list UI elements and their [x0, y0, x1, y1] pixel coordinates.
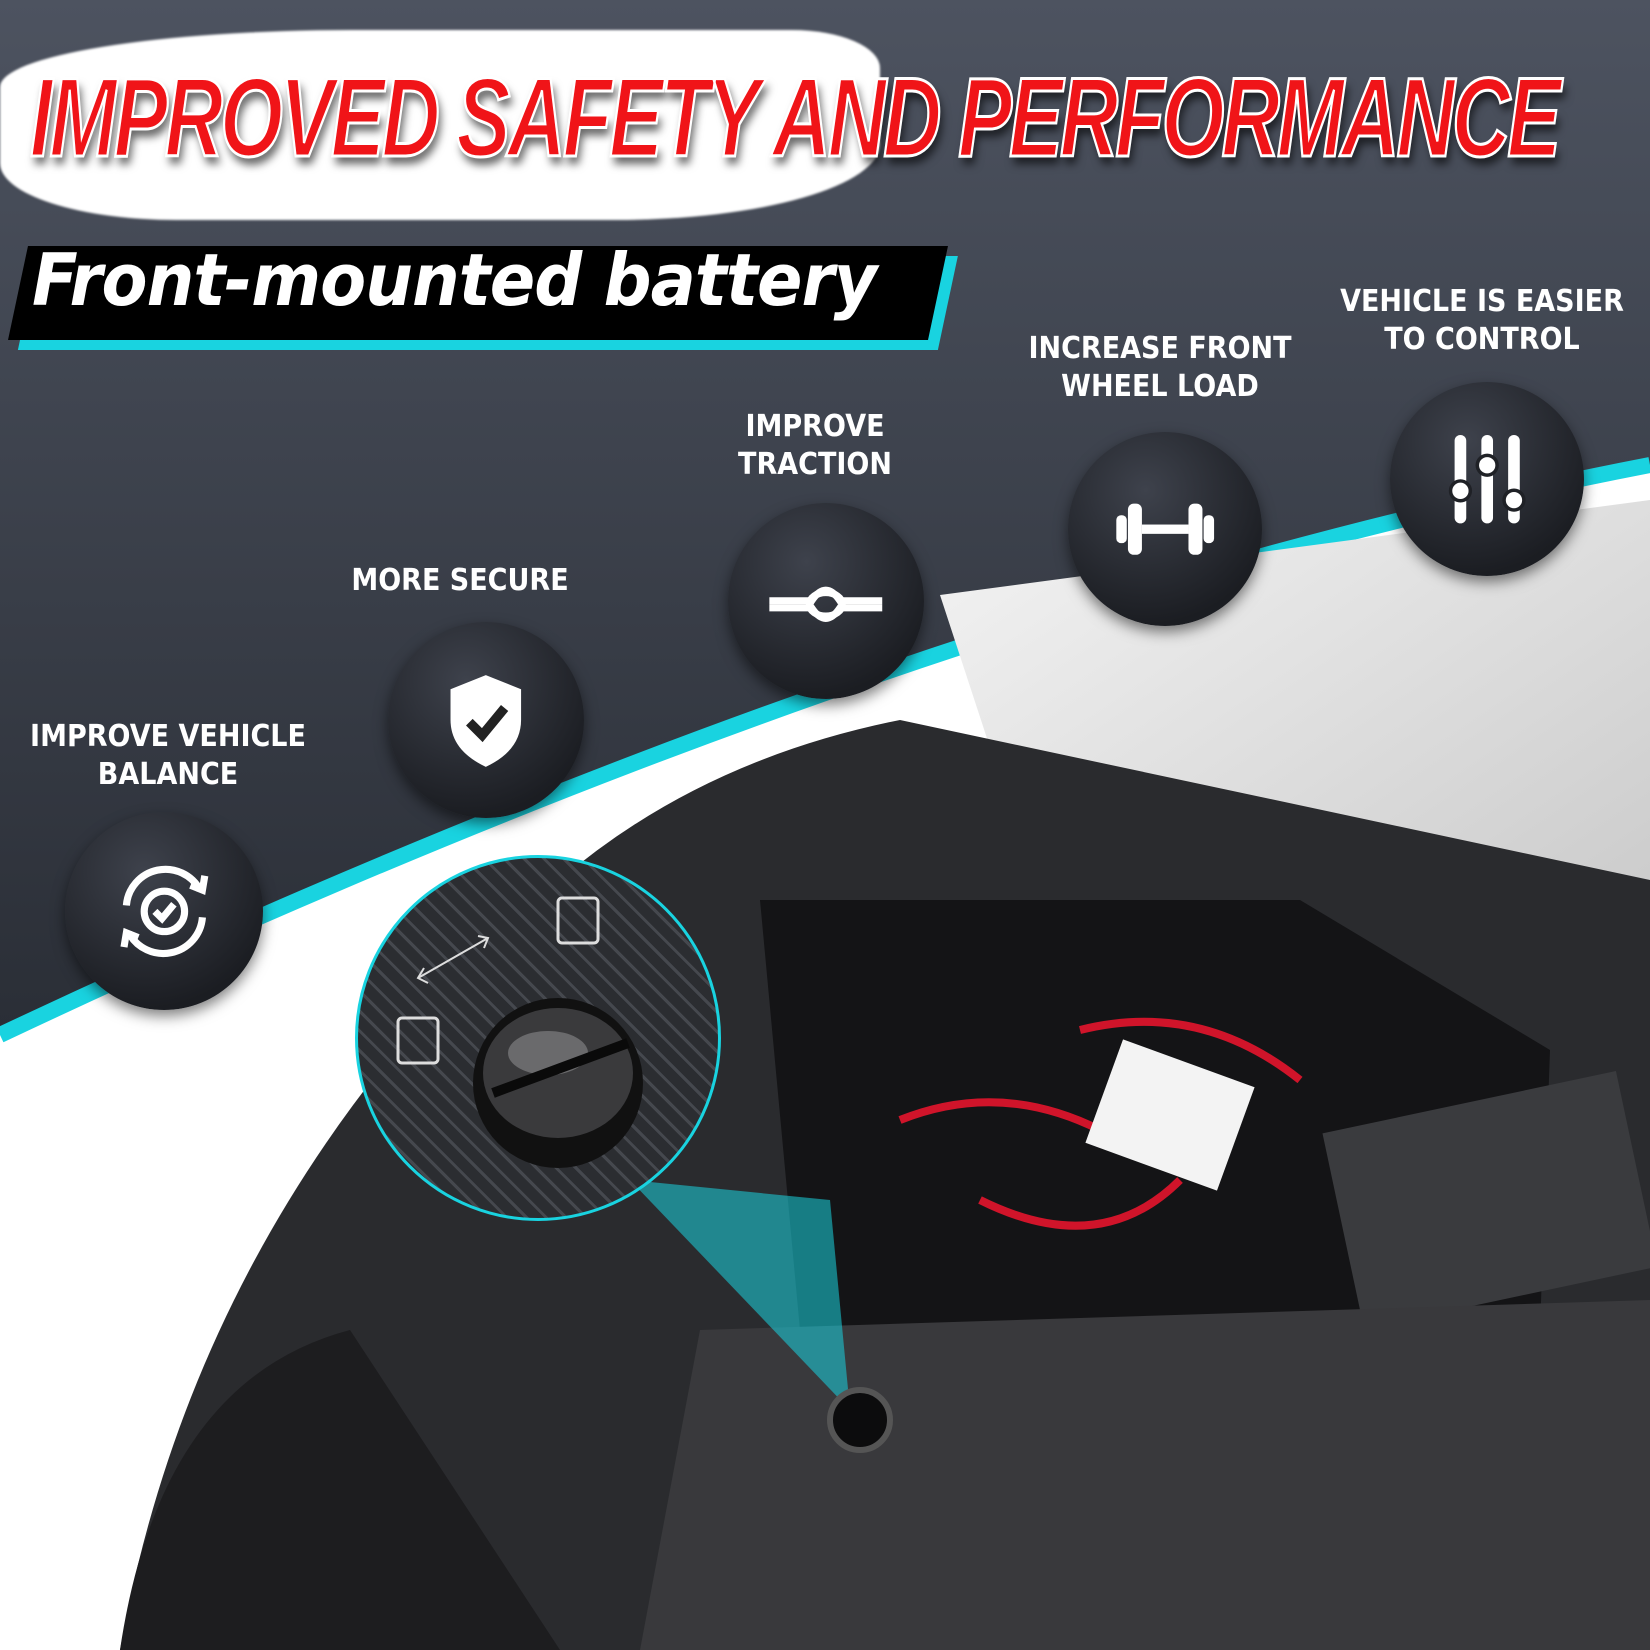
feature-balance — [65, 812, 263, 1010]
label-line: WHEEL LOAD — [1061, 369, 1259, 404]
label-line: IMPROVE VEHICLE — [30, 719, 306, 754]
label-line: TRACTION — [738, 447, 892, 482]
label-line: BALANCE — [97, 757, 239, 792]
dumbbell-icon — [1116, 503, 1214, 555]
feature-front-load — [1068, 432, 1262, 626]
feature-secure — [388, 622, 584, 818]
feature-label-traction: IMPROVE TRACTION — [738, 408, 892, 484]
label-line: MORE SECURE — [351, 563, 569, 598]
label-line: INCREASE FRONT — [1028, 331, 1292, 366]
rotate-check-icon — [120, 865, 208, 957]
page-title: IMPROVED SAFETY AND PERFORMANCE — [29, 55, 1562, 180]
lock-unlock-icon — [396, 896, 643, 1168]
feature-traction — [728, 503, 924, 699]
feature-label-balance: IMPROVE VEHICLE BALANCE — [30, 718, 306, 794]
feature-label-secure: MORE SECURE — [351, 562, 568, 600]
shield-check-icon — [450, 675, 522, 768]
lock-screw-detail — [355, 855, 721, 1221]
label-line: IMPROVE — [745, 409, 885, 444]
feature-label-control: VEHICLE IS EASIER TO CONTROL — [1340, 283, 1624, 359]
knot-icon — [769, 586, 883, 623]
label-line: VEHICLE IS EASIER — [1340, 284, 1624, 319]
title-brush-background — [0, 30, 880, 220]
subtitle: Front-mounted battery — [32, 238, 877, 322]
feature-control — [1390, 382, 1584, 576]
feature-label-front-load: INCREASE FRONT WHEEL LOAD — [1028, 330, 1291, 406]
sliders-icon — [1448, 434, 1526, 524]
label-line: TO CONTROL — [1384, 322, 1580, 357]
